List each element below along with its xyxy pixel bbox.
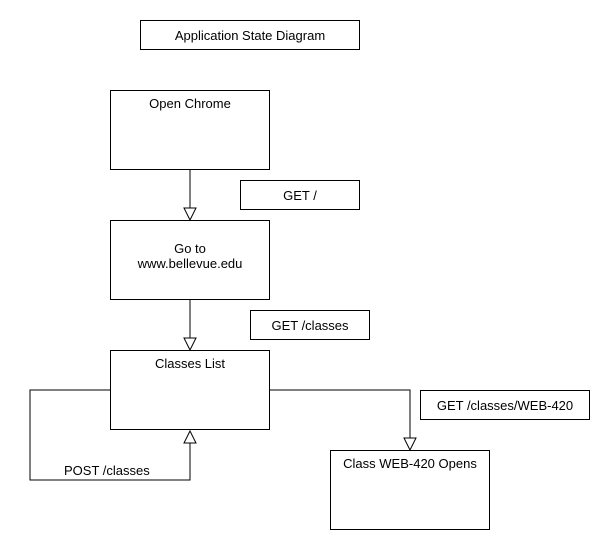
arrowhead-open-chrome-to-site: [183, 207, 197, 222]
diagram-title: Application State Diagram: [140, 20, 360, 50]
state-class-opens: Class WEB-420 Opens: [330, 450, 490, 530]
state-go-to-site-label: Go to www.bellevue.edu: [137, 241, 243, 271]
arrowhead-post-loop: [183, 429, 197, 444]
diagram-title-text: Application State Diagram: [174, 27, 326, 43]
edge-post-loop: [29, 389, 191, 481]
transition-get-classes-text: GET /classes: [271, 317, 349, 333]
arrowhead-site-to-classes: [183, 337, 197, 352]
state-open-chrome-label: Open Chrome: [149, 96, 231, 111]
arrowhead-classes-to-class: [403, 437, 417, 452]
edge-classes-to-class: [270, 389, 411, 438]
transition-get-root: GET /: [240, 180, 360, 210]
transition-get-root-text: GET /: [283, 187, 317, 203]
transition-get-class-text: GET /classes/WEB-420: [436, 397, 574, 413]
transition-get-classes: GET /classes: [250, 310, 370, 340]
state-class-opens-label: Class WEB-420 Opens: [343, 456, 477, 471]
state-classes-list-label: Classes List: [154, 356, 226, 371]
state-classes-list: Classes List: [110, 350, 270, 430]
transition-get-class: GET /classes/WEB-420: [420, 390, 590, 420]
state-go-to-site: Go to www.bellevue.edu: [110, 220, 270, 300]
state-open-chrome: Open Chrome: [110, 90, 270, 170]
transition-post-classes: POST /classes: [64, 463, 150, 478]
